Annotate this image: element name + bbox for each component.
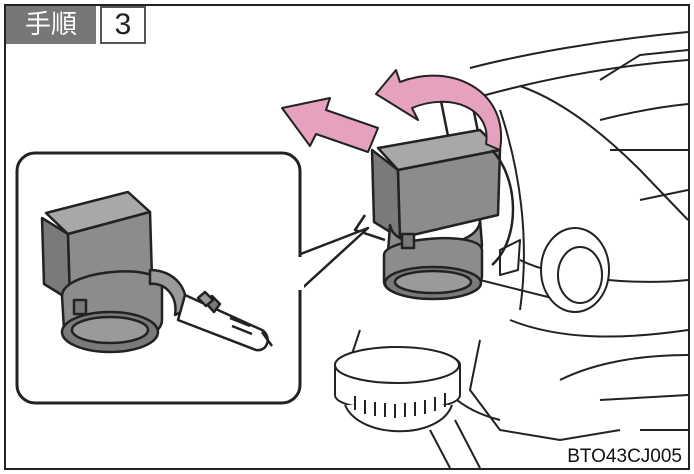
- callout-pointer: [297, 226, 370, 293]
- rotate-arrow: [375, 69, 503, 151]
- socket-ring: [334, 346, 461, 433]
- step-label: 手順: [6, 6, 96, 44]
- main-bulb: [353, 90, 515, 301]
- bulb-inset: [15, 151, 304, 405]
- figure-code: BTO43CJ005: [567, 446, 682, 467]
- headlamp-housing: [349, 31, 689, 469]
- figure-border: [4, 4, 690, 470]
- step-number: 3: [100, 6, 146, 44]
- pull-arrow: [281, 97, 379, 153]
